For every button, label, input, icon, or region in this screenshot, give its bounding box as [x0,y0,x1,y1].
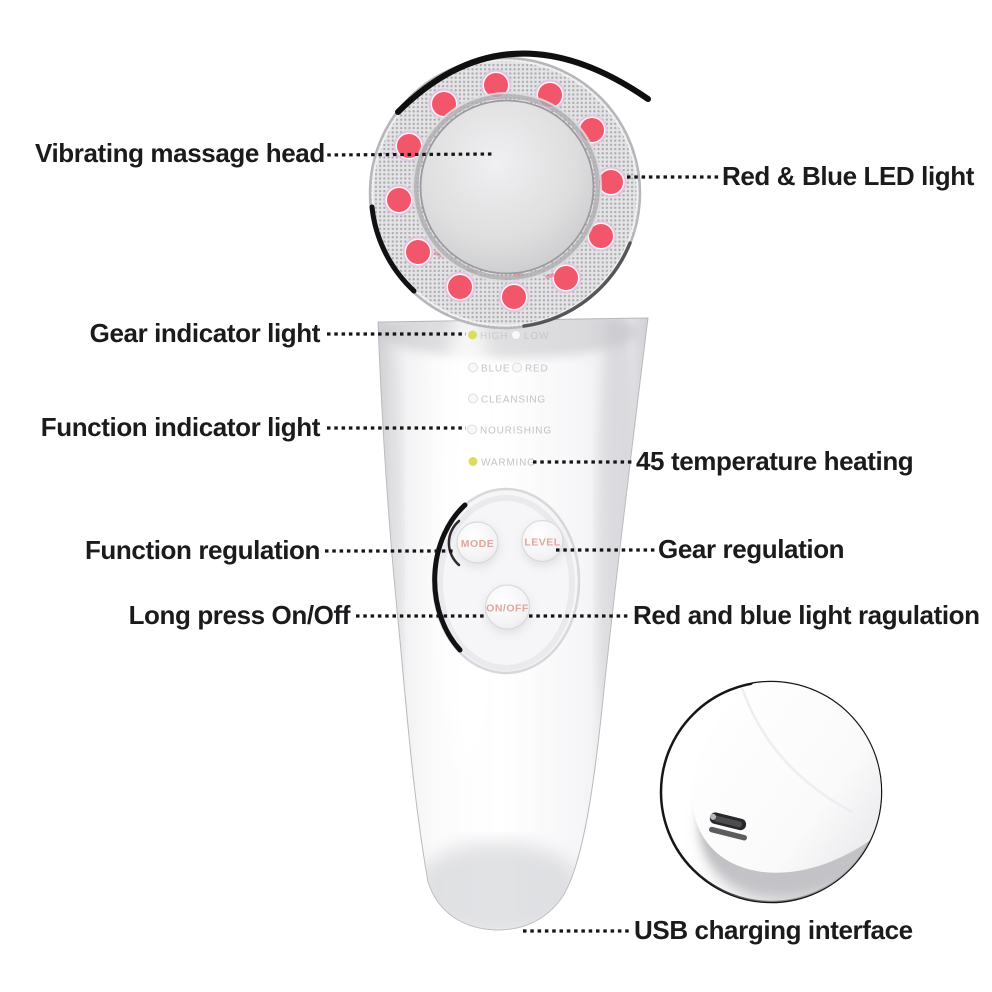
head-rim-highlight [371,59,639,327]
button-labels: MODE LEVEL ON/OFF [461,537,561,615]
callout-gear-regulation: Gear regulation [658,534,845,564]
indicator-dots [467,330,522,466]
callout-function-regulation: Function regulation [84,535,320,565]
callout-red-blue-led-light: Red & Blue LED light [722,161,975,191]
leader-lines [319,152,719,933]
indicator-dot-warming [468,457,478,466]
indicator-labels: HIGH LOW BLUE RED CLEANSING NOURISHING W… [480,331,552,469]
panel-accent-arc [432,502,468,653]
head-accent-arc-top [395,50,651,115]
indicator-label-blue: BLUE [481,364,510,375]
mode-button [456,521,499,564]
indicator-label-red: RED [525,364,549,375]
disc-bevel-light [412,92,602,282]
level-button-label: LEVEL [524,537,560,549]
usb-port-shine [710,813,717,820]
usb-inset [659,680,883,904]
callout-function-indicator-light: Function indicator light [40,412,321,442]
level-button [521,520,564,562]
callout-temperature-heating: 45 temperature heating [636,446,914,476]
indicator-dot-nourishing [467,424,477,435]
inset-content [692,682,881,902]
indicator-dot-low [511,330,521,340]
mode-accent-arc [447,519,461,567]
usb-port-inner [713,815,743,828]
indicator-label-warming: WARMING [481,458,536,469]
usb-port [708,812,747,841]
on-off-button-label: ON/OFF [486,603,529,615]
usb-port-lip [708,826,747,841]
disc-bevel-outer [413,93,601,281]
indicator-label-low: LOW [524,331,549,342]
button-panel-inner-shade [437,495,575,671]
callout-red-blue-light-regulation: Red and blue light ragulation [633,600,980,630]
indicator-label-nourishing: NOURISHING [480,426,552,437]
indicator-dot-cleansing [468,393,478,404]
indicator-dot-red [512,362,522,373]
button-panel: MODE LEVEL ON/OFF [431,487,581,675]
vibrating-disc [419,99,595,275]
head-accent-arc-left [369,204,417,294]
led-cores [387,73,623,309]
callout-long-press-on-off: Long press On/Off [128,600,351,630]
callout-vibrating-massage-head: Vibrating massage head [35,138,325,168]
head-rim-shadow-arc [522,241,632,328]
callout-gear-indicator-light: Gear indicator light [89,318,321,348]
massage-head [368,50,651,330]
indicator-label-high: HIGH [480,331,508,342]
indicator-dot-high [468,330,477,340]
indicator-dot-blue [468,362,478,373]
on-off-button [485,584,530,630]
callout-usb-charging-interface: USB charging interface [634,915,913,945]
mode-button-label: MODE [461,538,495,550]
indicator-panel: HIGH LOW BLUE RED CLEANSING NOURISHING W… [467,330,552,469]
tip-highlight-line [740,687,853,814]
indicator-label-cleansing: CLEANSING [481,395,546,406]
